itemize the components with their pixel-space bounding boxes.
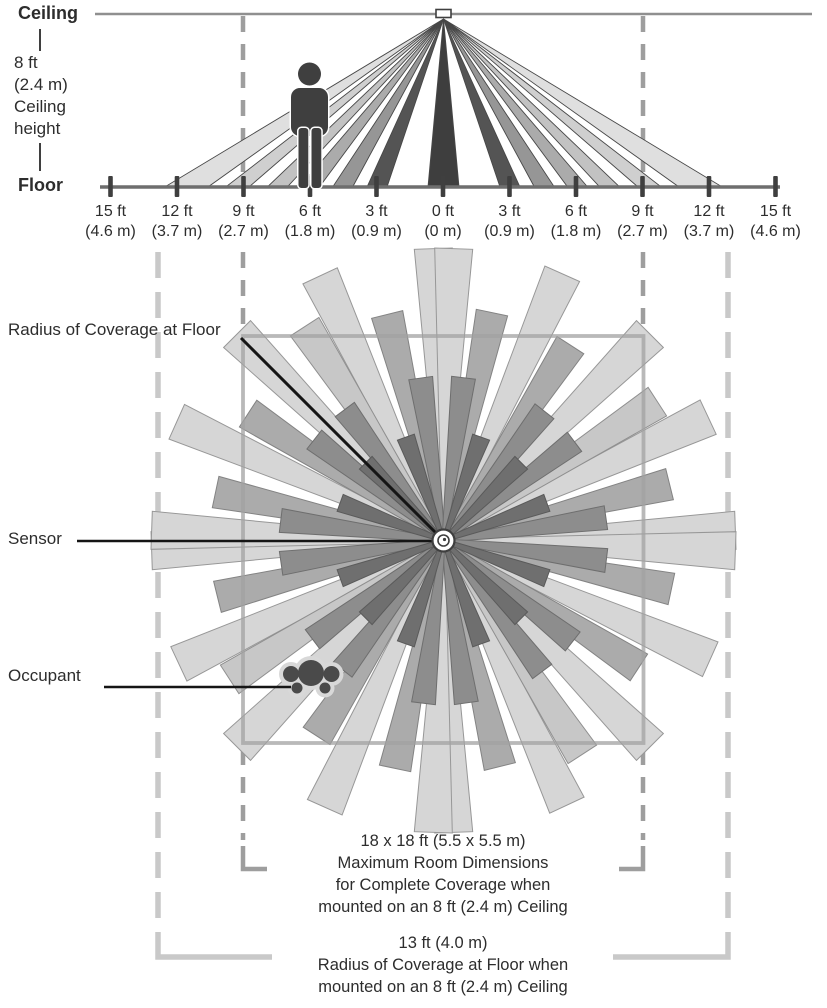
ruler-label-ft: 6 ft bbox=[298, 203, 322, 220]
ruler-label-ft: 12 ft bbox=[693, 203, 725, 220]
room-caption-line-3: for Complete Coverage when bbox=[335, 876, 551, 894]
ruler-label-ft: 3 ft bbox=[365, 203, 388, 220]
ruler-label-ft: 0 ft bbox=[431, 203, 455, 220]
ruler-label-ft: 12 ft bbox=[161, 203, 193, 220]
room-caption-line-4: mounted on an 8 ft (2.4 m) Ceiling bbox=[318, 898, 568, 916]
coverage-starburst bbox=[150, 247, 737, 834]
ruler-label-ft: 3 ft bbox=[498, 203, 521, 220]
ceiling-label: Ceiling bbox=[18, 3, 79, 23]
ruler-label-ft: 15 ft bbox=[94, 203, 127, 220]
ruler-label-m: (4.6 m) bbox=[85, 223, 136, 240]
ruler-label-7: 6 ft (1.8 m) bbox=[541, 202, 611, 242]
floor-tick bbox=[573, 176, 579, 197]
ruler-label-1: 12 ft (3.7 m) bbox=[142, 202, 212, 242]
radius-leader-line bbox=[239, 336, 445, 542]
ruler-label-m: (0.9 m) bbox=[484, 223, 535, 240]
occupant-icon bbox=[283, 660, 340, 694]
radius-caption-line-2: Radius of Coverage at Floor when bbox=[317, 956, 569, 974]
ceiling-height-label: 8 ft (2.4 m) Ceiling height bbox=[14, 52, 68, 140]
radius-caption: 13 ft (4.0 m) Radius of Coverage at Floo… bbox=[318, 932, 568, 998]
occupant-icon-part bbox=[283, 666, 299, 682]
radius-of-coverage-label: Radius of Coverage at Floor bbox=[8, 320, 221, 339]
person-icon-part bbox=[296, 61, 323, 87]
sensor-plan-icon-dot bbox=[442, 537, 447, 542]
ruler-label-m: (0.9 m) bbox=[351, 223, 402, 240]
person-icon-part bbox=[297, 126, 310, 190]
room-bracket-right bbox=[619, 846, 646, 872]
ruler-label-4: 3 ft (0.9 m) bbox=[342, 202, 412, 242]
ruler-label-m: (0 m) bbox=[424, 223, 462, 240]
radius-caption-line-1: 13 ft (4.0 m) bbox=[398, 934, 488, 952]
ruler-label-9: 12 ft (3.7 m) bbox=[674, 202, 744, 242]
ruler-label-0: 15 ft (4.6 m) bbox=[76, 202, 146, 242]
floor-tick bbox=[706, 176, 712, 197]
floor-tick bbox=[440, 176, 446, 197]
floor-tick bbox=[174, 176, 180, 197]
ruler-label-m: (3.7 m) bbox=[151, 223, 203, 240]
room-caption-line-2: Maximum Room Dimensions bbox=[337, 854, 549, 872]
ceiling-height-line-1: 8 ft bbox=[14, 53, 38, 72]
ruler-label-m: (1.8 m) bbox=[284, 223, 336, 240]
person-icon-part bbox=[310, 126, 323, 190]
occupant-label: Occupant bbox=[8, 666, 81, 685]
ruler-label-3: 6 ft (1.8 m) bbox=[275, 202, 345, 242]
floor-tick bbox=[640, 176, 645, 197]
ruler-label-6: 3 ft (0.9 m) bbox=[475, 202, 545, 242]
person-icon-part bbox=[289, 86, 330, 138]
room-outline bbox=[241, 334, 646, 745]
coverage-fan bbox=[163, 18, 724, 188]
ruler-label-ft: 9 ft bbox=[631, 203, 654, 220]
ruler-label-ft: 9 ft bbox=[232, 203, 255, 220]
floor-tick bbox=[108, 176, 113, 197]
occupant-icon-part bbox=[323, 666, 340, 682]
ruler-label-8: 9 ft (2.7 m) bbox=[608, 202, 678, 242]
ruler-label-m: (2.7 m) bbox=[617, 223, 668, 240]
floor-tick bbox=[241, 176, 246, 197]
room-caption-line-1: 18 x 18 ft (5.5 x 5.5 m) bbox=[360, 832, 526, 850]
occupant-icon-part bbox=[298, 660, 324, 686]
ceiling-height-line-4: height bbox=[14, 119, 61, 138]
occupant-icon-part bbox=[291, 682, 303, 694]
ruler-label-ft: 15 ft bbox=[759, 203, 792, 220]
radius-bracket-right bbox=[613, 932, 731, 960]
ceiling-height-line-3: Ceiling bbox=[14, 97, 66, 116]
sensor-label: Sensor bbox=[8, 529, 62, 548]
ruler-label-m: (3.7 m) bbox=[683, 223, 735, 240]
room-dimensions-caption: 18 x 18 ft (5.5 x 5.5 m) Maximum Room Di… bbox=[318, 830, 567, 918]
ruler-label-m: (4.6 m) bbox=[750, 223, 801, 240]
floor-tick bbox=[374, 176, 379, 197]
ceiling-height-line-2: (2.4 m) bbox=[14, 75, 68, 94]
radius-bracket-left bbox=[155, 932, 272, 960]
ruler-label-m: (1.8 m) bbox=[550, 223, 602, 240]
radius-caption-line-3: mounted on an 8 ft (2.4 m) Ceiling bbox=[318, 978, 568, 996]
room-bracket-left bbox=[240, 846, 267, 872]
ruler-label-2: 9 ft (2.7 m) bbox=[209, 202, 279, 242]
floor-label: Floor bbox=[18, 175, 63, 195]
ceiling-sensor-icon bbox=[435, 8, 452, 19]
floor-tick bbox=[507, 176, 512, 197]
person-icon bbox=[289, 61, 330, 190]
floor-tick bbox=[773, 176, 778, 197]
ruler-label-10: 15 ft (4.6 m) bbox=[741, 202, 811, 242]
ruler-label-m: (2.7 m) bbox=[218, 223, 269, 240]
occupant-icon-part bbox=[319, 682, 331, 694]
ruler-label-5: 0 ft (0 m) bbox=[408, 202, 478, 242]
ruler-label-ft: 6 ft bbox=[564, 203, 588, 220]
